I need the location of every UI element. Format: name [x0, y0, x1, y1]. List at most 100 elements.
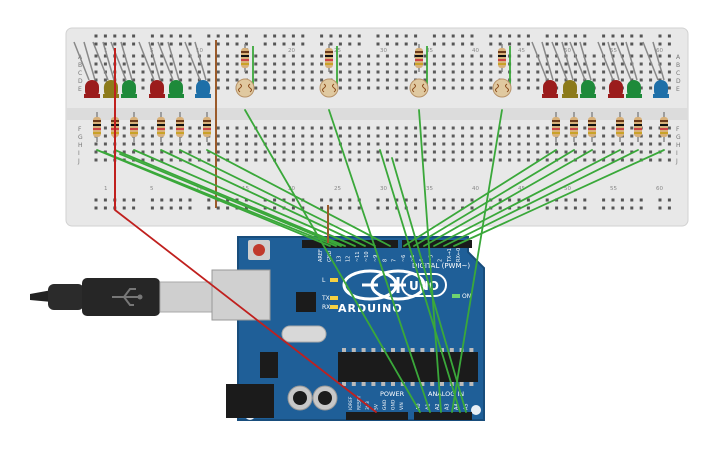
analog-label: ANALOG IN	[428, 390, 464, 398]
digital-pin-label: 8	[382, 259, 388, 262]
resistor	[616, 112, 624, 142]
signal-wire	[403, 149, 557, 247]
led-green-4	[615, 41, 642, 98]
resistor	[93, 112, 101, 142]
tx-label: TX	[321, 295, 330, 302]
column-number: 40	[472, 186, 479, 192]
analog-pin-label: A4	[454, 403, 460, 410]
digital-pin-label: ~11	[355, 251, 361, 262]
column-number: 60	[656, 186, 663, 192]
analog-header	[414, 412, 472, 420]
arduino-uno-board: ARDUINO UNO DIGITAL (PWM~) POWER ANALOG …	[211, 236, 485, 421]
row-letter: C	[78, 70, 82, 77]
photoresistor	[409, 46, 429, 98]
row-letter: A	[676, 54, 681, 61]
column-number: 5	[150, 186, 154, 192]
usb-chip	[296, 292, 316, 312]
signal-wire	[433, 149, 621, 247]
signal-wire	[206, 149, 391, 247]
row-letter: I	[78, 150, 80, 157]
l-led	[330, 278, 338, 282]
row-letter: F	[676, 126, 680, 133]
row-letter: B	[78, 62, 82, 69]
usb-cable	[30, 278, 225, 316]
column-number: 45	[518, 48, 525, 54]
power-label: POWER	[380, 390, 405, 398]
crystal	[281, 325, 327, 343]
digital-pin-label: 12	[346, 256, 352, 262]
led-green-1	[110, 41, 137, 98]
led-blue-1	[184, 41, 211, 98]
analog-pin-label: A0	[416, 403, 422, 410]
resistor	[498, 44, 506, 72]
resistor	[588, 112, 596, 142]
digital-pin-label: AREF	[318, 249, 324, 262]
resistor	[570, 112, 578, 142]
digital-pin-label: RX←0	[456, 248, 462, 262]
power-pin-label: IOREF	[348, 396, 354, 410]
leds	[73, 41, 669, 98]
digital-pin-label: TX→1	[447, 248, 453, 263]
red-power-wire	[114, 209, 377, 413]
power-pin-label: RESET	[357, 395, 363, 410]
row-letter: F	[78, 126, 82, 133]
rx-label: RX	[322, 304, 330, 311]
usb-icon	[112, 288, 143, 306]
signal-wire	[423, 149, 593, 247]
digital-pin-label: ~9	[373, 255, 379, 262]
power-header	[346, 412, 408, 420]
photoresistors	[215, 40, 512, 208]
wires	[96, 48, 665, 413]
analog-wire	[451, 109, 503, 413]
row-letter: G	[676, 134, 681, 141]
column-number: 30	[380, 186, 387, 192]
signal-wire	[102, 151, 337, 247]
column-number: 55	[610, 48, 617, 54]
power-pin-label: GND	[391, 399, 397, 410]
column-number: 10	[196, 186, 203, 192]
column-number: 55	[610, 186, 617, 192]
resistor	[203, 112, 211, 142]
l-label: L	[322, 277, 326, 284]
led-blue-2	[642, 41, 669, 98]
row-letter: I	[676, 150, 678, 157]
signal-wire	[443, 149, 639, 247]
analog-wire	[379, 149, 461, 413]
analog-wire	[244, 109, 421, 413]
digital-pin-label: 13	[336, 256, 342, 262]
capacitors	[287, 385, 338, 411]
led-green-2	[157, 41, 184, 98]
photoresistor	[319, 46, 339, 98]
column-number: 25	[334, 186, 341, 192]
resistors	[93, 44, 668, 142]
row-letter: D	[78, 78, 83, 85]
column-number: 50	[564, 186, 571, 192]
digital-pin-label: 2	[438, 259, 444, 262]
resistor	[241, 44, 249, 72]
column-number: 35	[426, 48, 433, 54]
row-letter: H	[78, 142, 83, 149]
row-letter: E	[78, 86, 82, 93]
signal-wire	[160, 149, 366, 247]
resistor	[176, 112, 184, 142]
led-red-3	[531, 41, 558, 98]
digital-pin-label: ~3	[428, 255, 434, 262]
signal-wire	[413, 149, 575, 247]
arduino-logo	[342, 269, 426, 301]
atmega-chip	[338, 352, 478, 382]
row-letter: E	[676, 86, 680, 93]
signal-wire	[119, 153, 342, 247]
signal-wire	[453, 149, 665, 247]
voltage-regulator	[260, 352, 278, 378]
arduino-brand: ARDUINO	[338, 302, 403, 315]
power-pin-label: VIN	[399, 402, 405, 410]
column-number: 40	[472, 48, 479, 54]
arduino-model: UNO	[409, 279, 439, 293]
digital-pin-label: ~10	[364, 251, 370, 262]
signal-wire	[114, 149, 346, 247]
resistor	[325, 44, 333, 72]
digital-pin-label: ~6	[401, 255, 407, 262]
analog-pin-label: A3	[445, 403, 451, 410]
photoresistor	[492, 46, 512, 98]
